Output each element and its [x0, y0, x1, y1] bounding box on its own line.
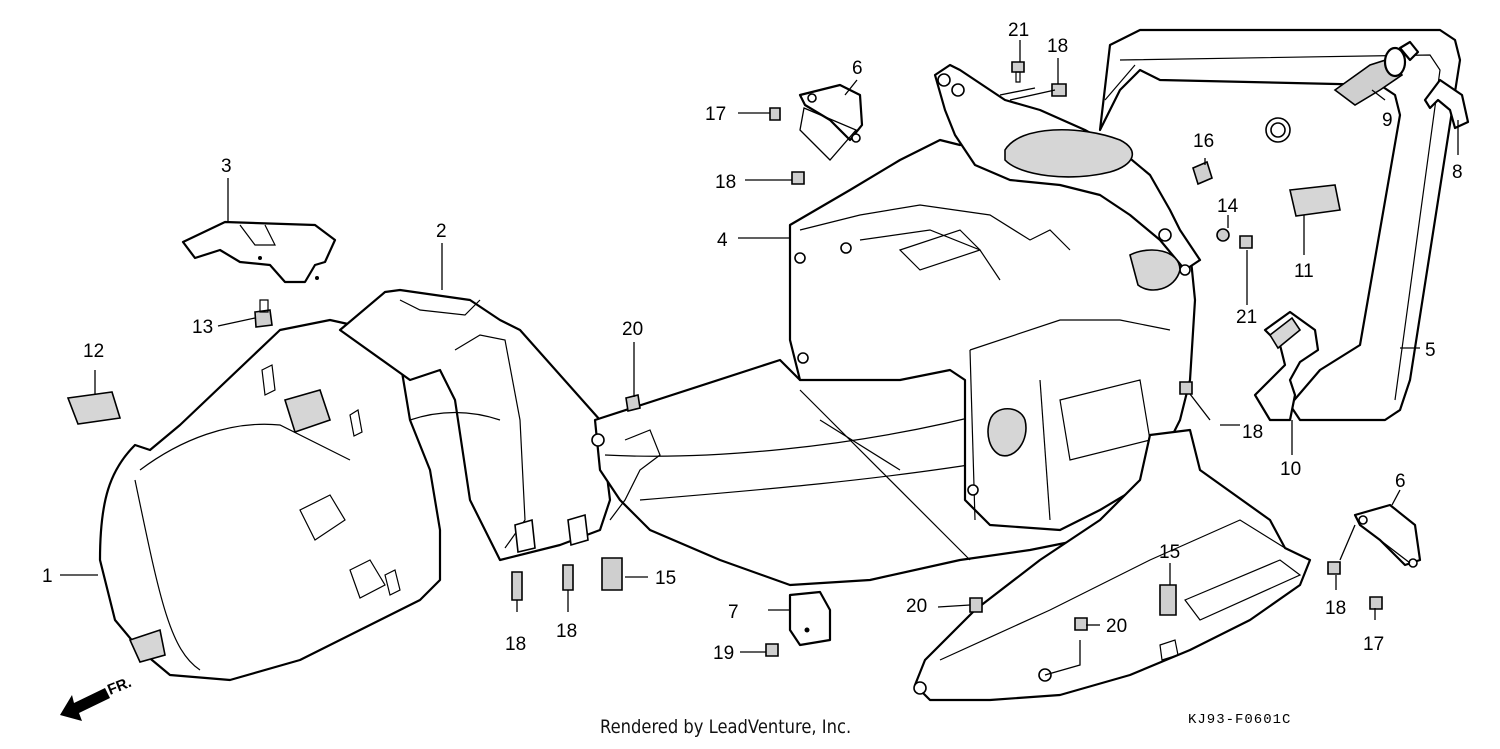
callout-13: 13 [192, 317, 213, 338]
callout-18-bottom-b: 18 [556, 621, 577, 642]
callout-18-top: 18 [1047, 36, 1068, 57]
callout-18-bottom-a: 18 [505, 634, 526, 655]
callout-5: 5 [1425, 340, 1436, 361]
callout-2: 2 [436, 221, 447, 242]
lock-cylinder-part [1333, 40, 1420, 106]
bracket-plate-part [181, 220, 337, 284]
right-under-cover-part [913, 428, 1312, 702]
callout-12: 12 [83, 341, 104, 362]
footer-credit: Rendered by LeadVenture, Inc. [600, 716, 852, 738]
callout-20-lower: 20 [906, 596, 927, 617]
label-12-part [66, 391, 122, 425]
fasteners [254, 61, 1383, 657]
callout-labels: 1 2 3 4 5 6 6 7 8 9 10 11 12 13 14 15 15… [42, 20, 1463, 664]
callout-18-right: 18 [1242, 422, 1263, 443]
callout-20-lower-right: 20 [1106, 616, 1127, 637]
inner-panel-part [338, 288, 612, 562]
callout-16: 16 [1193, 131, 1214, 152]
front-inner-fender-part [98, 318, 442, 682]
label-11-part [1289, 184, 1341, 217]
callout-6-upper: 6 [852, 58, 863, 79]
front-direction-label: FR. [105, 674, 134, 699]
callout-15-left: 15 [655, 568, 676, 589]
callout-15-right: 15 [1159, 542, 1180, 563]
clip-part [1423, 78, 1470, 130]
callout-1: 1 [42, 566, 53, 587]
front-direction-indicator: FR. [60, 674, 134, 721]
callout-9: 9 [1382, 110, 1393, 131]
diagram-code: KJ93-F0601C [1188, 712, 1292, 728]
callout-21-right: 21 [1236, 307, 1257, 328]
storage-box-part [788, 138, 1197, 532]
cover-6-lower-part [1353, 503, 1422, 568]
callout-21-top: 21 [1008, 20, 1029, 41]
leader-lines [60, 40, 1459, 676]
callout-7: 7 [728, 602, 739, 623]
callout-6-lower: 6 [1395, 471, 1406, 492]
callout-18-lower-right: 18 [1325, 598, 1346, 619]
callout-4: 4 [717, 230, 728, 251]
callout-10: 10 [1280, 459, 1301, 480]
callout-19: 19 [713, 643, 734, 664]
callout-14: 14 [1217, 196, 1239, 217]
small-bracket-7-part [788, 590, 832, 647]
callout-17-upper: 17 [705, 104, 726, 125]
callout-18-upper: 18 [715, 172, 736, 193]
callout-8: 8 [1452, 162, 1463, 183]
callout-17-lower: 17 [1363, 634, 1384, 655]
callout-20-mid: 20 [622, 319, 643, 340]
callout-11: 11 [1294, 261, 1314, 282]
box-upper-bracket-part [933, 63, 1202, 291]
hinge-bracket-part [1253, 310, 1320, 422]
callout-3: 3 [221, 156, 232, 177]
front-arrow-icon [60, 688, 110, 721]
lid-frame-part [1098, 28, 1462, 422]
